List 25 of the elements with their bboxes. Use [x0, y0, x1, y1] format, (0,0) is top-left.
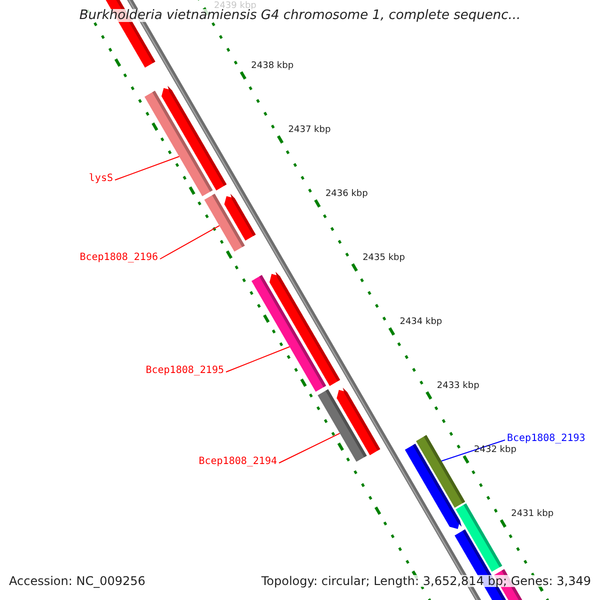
accession-text: Accession: NC_009256: [9, 575, 146, 587]
gene-feature: [144, 90, 213, 196]
leader-line: [278, 432, 340, 464]
scale-label: 2433 kbp: [436, 382, 480, 392]
scale-label: 2437 kbp: [288, 126, 331, 136]
scale-label: 2431 kbp: [511, 510, 554, 520]
scale-label: 2438 kbp: [251, 62, 294, 72]
scale-label: 2436 kbp: [325, 190, 368, 200]
scale-label: 2435 kbp: [362, 254, 405, 264]
gene-feature: [204, 194, 245, 252]
gene-label: Bcep1808_2196: [80, 253, 158, 263]
gene-feature: [252, 275, 326, 392]
leader-line: [440, 440, 506, 462]
leader-line: [226, 346, 290, 372]
leader-line: [160, 225, 220, 260]
genome-info-text: Topology: circular; Length: 3,652,814 bp; Genes: 3,349: [261, 575, 591, 587]
gene-feature: [318, 389, 367, 462]
scale-label: 2432 kbp: [474, 446, 516, 456]
scale-label: 2434 kbp: [400, 318, 442, 328]
leader-line: [114, 156, 180, 180]
gene-label: Bcep1808_2194: [198, 457, 277, 467]
gene-feature: [416, 435, 466, 508]
gene-label: Bcep1808_2193: [507, 434, 586, 444]
gene-label: Bcep1808_2195: [146, 366, 224, 376]
gene-label: lysS: [88, 174, 113, 184]
